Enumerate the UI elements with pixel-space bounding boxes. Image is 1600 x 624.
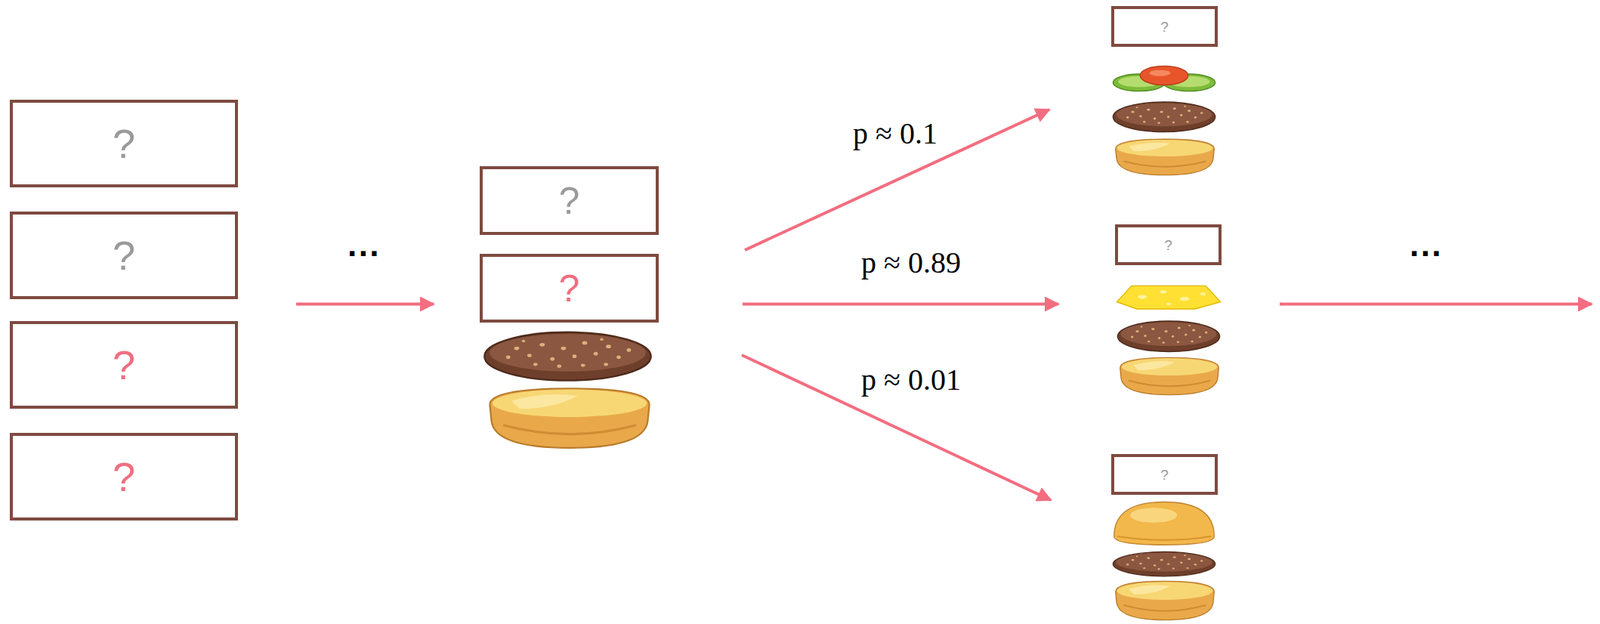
flow-arrows bbox=[296, 109, 1592, 501]
unknown-mark: ? bbox=[112, 123, 136, 164]
unknown-mark: ? bbox=[112, 344, 136, 386]
branch-arrow bbox=[742, 302, 1059, 306]
closed-stack bbox=[1112, 502, 1215, 621]
question-box: ? bbox=[479, 166, 659, 235]
question-box: ? bbox=[9, 211, 238, 300]
question-box: ? bbox=[1115, 224, 1222, 266]
unknown-mark: ? bbox=[112, 456, 136, 498]
question-box: ? bbox=[9, 99, 238, 188]
step-arrow bbox=[1279, 302, 1592, 306]
question-box: ? bbox=[479, 253, 659, 323]
branch-arrow bbox=[744, 109, 1050, 251]
unknown-mark: ? bbox=[1160, 19, 1169, 34]
unknown-mark: ? bbox=[559, 269, 581, 308]
question-box: ? bbox=[1111, 454, 1218, 495]
unknown-mark: ? bbox=[112, 234, 136, 276]
unknown-mark: ? bbox=[1160, 467, 1169, 482]
cheese-stack bbox=[1116, 285, 1221, 395]
unknown-mark: ? bbox=[1164, 237, 1173, 253]
probability-label: p ≈ 0.89 bbox=[858, 244, 964, 281]
ellipsis: ··· bbox=[1406, 234, 1446, 273]
probability-label: p ≈ 0.1 bbox=[849, 115, 941, 152]
ellipsis: ··· bbox=[344, 234, 384, 273]
step-arrow bbox=[296, 302, 434, 306]
question-box: ? bbox=[1111, 6, 1218, 47]
probability-label: p ≈ 0.01 bbox=[858, 361, 964, 398]
tomato-stack bbox=[1112, 65, 1215, 175]
branch-arrow bbox=[741, 355, 1051, 501]
question-box: ? bbox=[9, 432, 238, 521]
middle-stack bbox=[484, 332, 652, 448]
unknown-mark: ? bbox=[559, 182, 581, 220]
question-box: ? bbox=[9, 321, 238, 409]
